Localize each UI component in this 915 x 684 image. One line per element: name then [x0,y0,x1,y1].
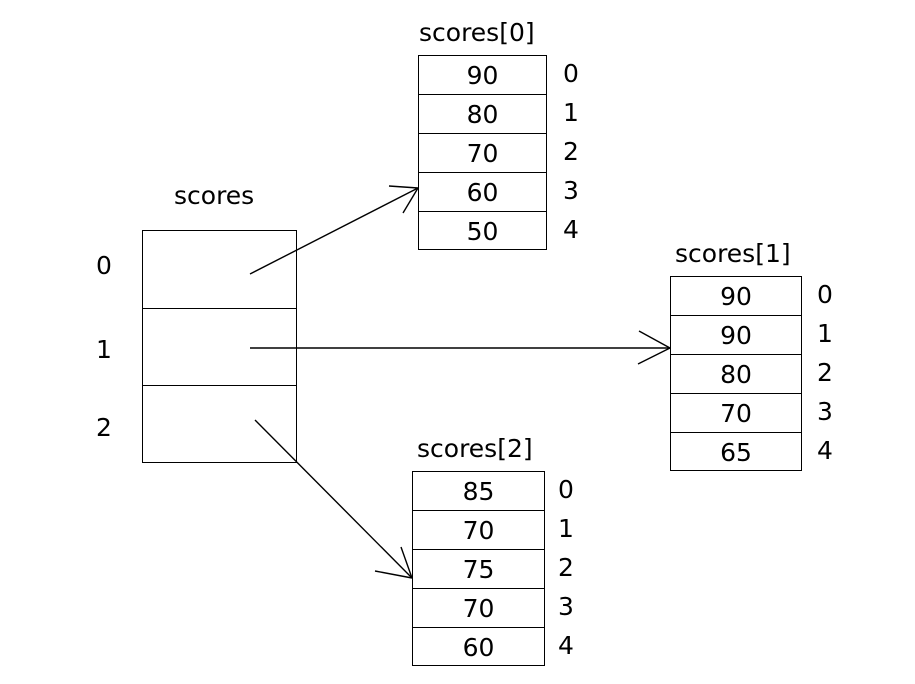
sub-array-1-box: 90 90 80 70 65 [670,276,802,471]
sub-array-0-cell-4[interactable]: 50 [466,217,499,246]
sub-array-2-title: scores[2] [417,434,533,463]
sub-array-1-index-0: 0 [817,280,833,309]
sub-array-0-cell-2[interactable]: 70 [419,134,546,173]
main-array-cell-0[interactable] [143,231,296,309]
arrow-to-scores-1 [250,330,671,365]
sub-array-1-index-2: 2 [817,358,833,387]
sub-array-1-index-3: 3 [817,397,833,426]
sub-array-2-cell-2[interactable]: 75 [413,550,544,589]
sub-array-2-cell-4[interactable]: 60 [462,633,495,662]
sub-array-1-cell-2[interactable]: 80 [671,355,801,394]
sub-array-0-box: 90 80 70 60 50 [418,55,547,250]
sub-array-1-cell-3[interactable]: 70 [671,394,801,433]
sub-array-2-index-0: 0 [558,475,574,504]
sub-array-0-index-0: 0 [563,59,579,88]
main-array-cell-1[interactable] [143,309,296,387]
main-array-cell-2[interactable] [143,386,296,464]
sub-array-1-title: scores[1] [675,239,791,268]
sub-array-0-cell-3[interactable]: 60 [419,173,546,212]
main-array-box [142,230,297,463]
main-array-title: scores [174,181,255,210]
sub-array-2-cell-3[interactable]: 70 [413,589,544,628]
sub-array-0-title: scores[0] [419,18,535,47]
sub-array-0-cell-1[interactable]: 80 [419,95,546,134]
sub-array-0-cell-0[interactable]: 90 [419,56,546,95]
sub-array-0-index-1: 1 [563,98,579,127]
sub-array-1-index-4: 4 [817,436,833,465]
sub-array-0-index-2: 2 [563,137,579,166]
sub-array-1-cell-4[interactable]: 65 [720,438,752,467]
sub-array-1-cell-1[interactable]: 90 [671,316,801,355]
sub-array-2-index-4: 4 [558,631,574,660]
sub-array-1-cell-0[interactable]: 90 [671,277,801,316]
main-array-index-0: 0 [96,251,112,280]
sub-array-1-index-1: 1 [817,319,833,348]
main-array-index-1: 1 [96,335,112,364]
main-array-index-2: 2 [96,413,112,442]
sub-array-2-index-1: 1 [558,514,574,543]
sub-array-2-index-2: 2 [558,553,574,582]
sub-array-2-cell-1[interactable]: 70 [413,511,544,550]
sub-array-2-box: 85 70 75 70 60 [412,471,545,666]
sub-array-2-cell-0[interactable]: 85 [413,472,544,511]
sub-array-2-index-3: 3 [558,592,574,621]
sub-array-0-index-4: 4 [563,215,579,244]
sub-array-0-index-3: 3 [563,176,579,205]
